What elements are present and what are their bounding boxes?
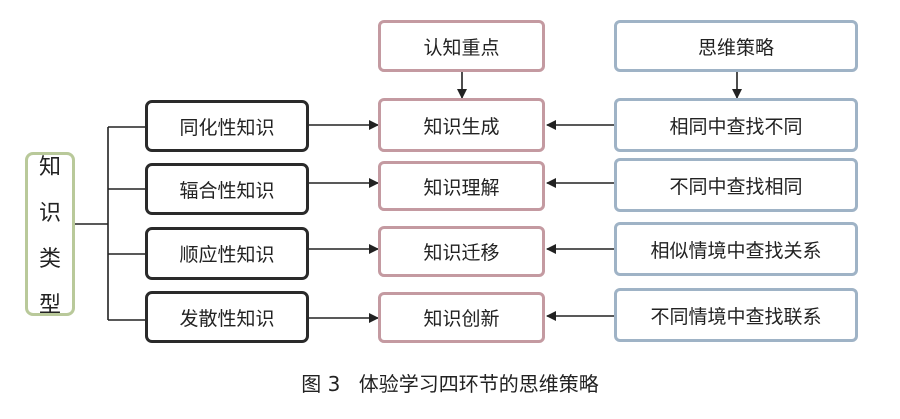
process-knowledge-understanding: 知识理解 <box>378 161 545 211</box>
strategy-relation-in-similar: 相似情境中查找关系 <box>614 222 858 276</box>
knowledge-type-divergent: 发散性知识 <box>145 291 309 343</box>
figure-title: 体验学习四环节的思维策略 <box>358 372 599 396</box>
process-knowledge-innovation: 知识创新 <box>378 292 545 343</box>
process-knowledge-generation: 知识生成 <box>378 98 545 152</box>
root-char-1: 知 <box>38 155 61 180</box>
strategy-same-in-different: 不同中查找相同 <box>614 158 858 212</box>
root-char-2: 识 <box>38 201 61 226</box>
knowledge-type-accommodative: 顺应性知识 <box>145 227 309 280</box>
root-knowledge-types-box: 知 识 类 型 <box>25 152 75 318</box>
process-header-box: 认知重点 <box>378 20 545 72</box>
process-knowledge-transfer: 知识迁移 <box>378 226 545 277</box>
strategy-link-in-different: 不同情境中查找联系 <box>614 288 858 342</box>
root-char-4: 型 <box>38 293 61 318</box>
knowledge-type-assimilative: 同化性知识 <box>145 100 309 152</box>
figure-number: 图 3 <box>301 372 341 396</box>
strategy-header-box: 思维策略 <box>614 20 858 72</box>
root-char-3: 类 <box>38 247 61 272</box>
figure-caption: 图 3 体验学习四环节的思维策略 <box>0 368 900 397</box>
knowledge-type-convergent: 辐合性知识 <box>145 163 309 215</box>
strategy-difference-in-same: 相同中查找不同 <box>614 98 858 152</box>
